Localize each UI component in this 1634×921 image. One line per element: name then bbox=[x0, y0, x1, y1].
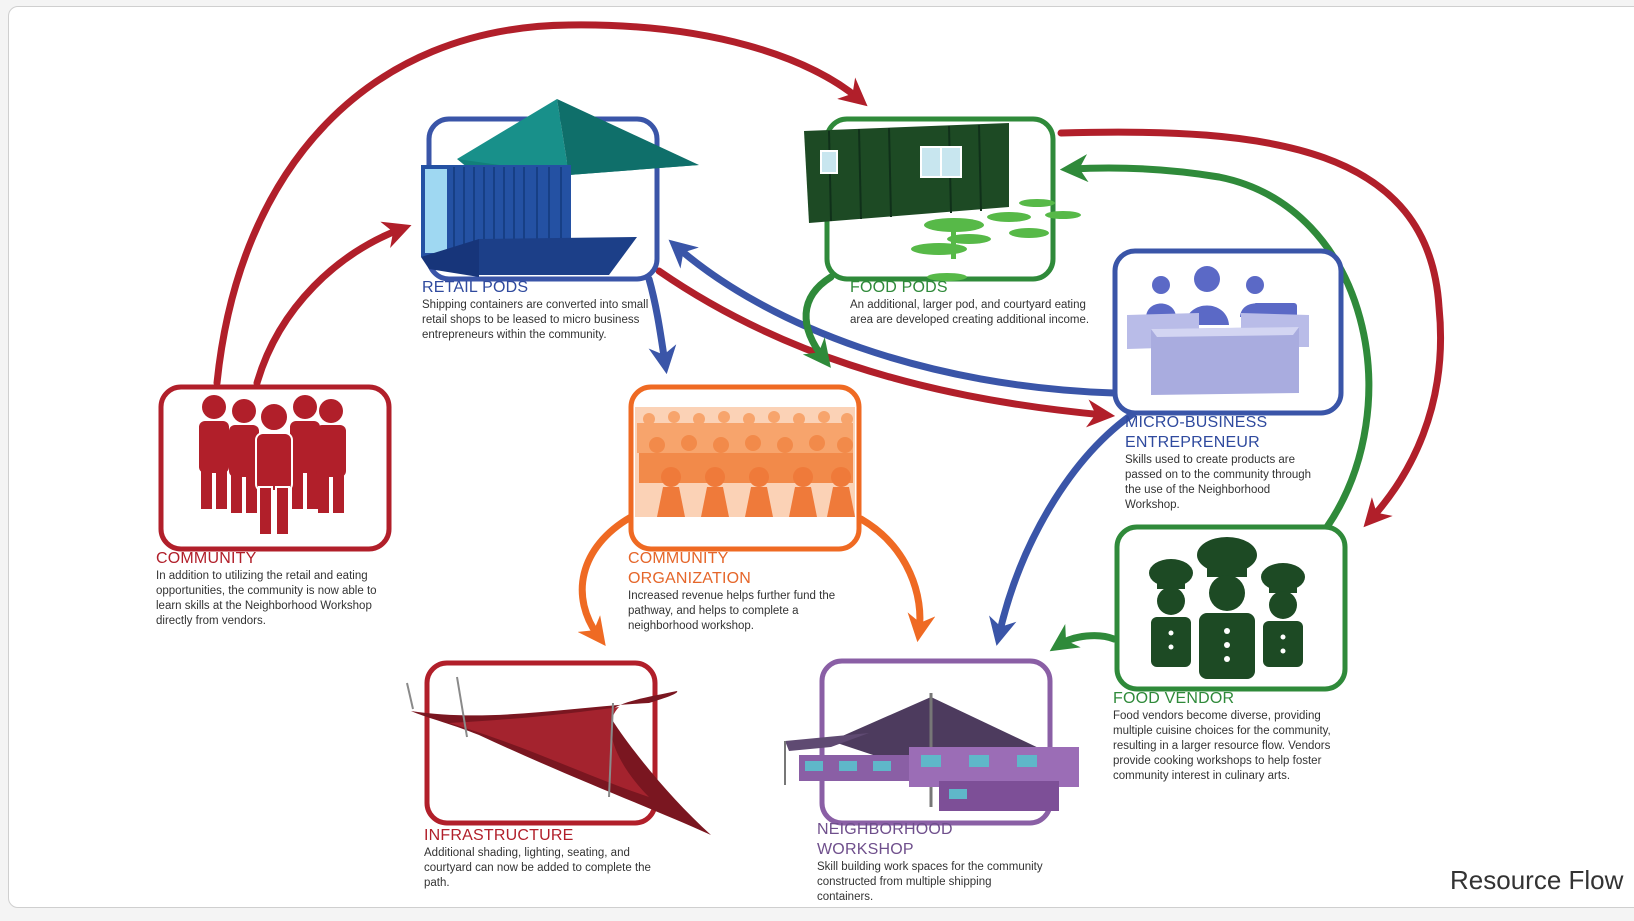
arrow-communityorg-to-infrastructure bbox=[577, 513, 635, 646]
retail-pods-label: RETAIL PODS Shipping containers are conv… bbox=[422, 278, 662, 343]
arrow-microbusiness-to-workshop bbox=[989, 407, 1141, 646]
workshop-title: NEIGHBORHOOD WORKSHOP bbox=[817, 821, 953, 858]
chef bbox=[1149, 559, 1193, 667]
chefs-icon bbox=[1149, 537, 1305, 679]
shade-canopy-icon bbox=[406, 676, 711, 835]
crowd-icon bbox=[635, 407, 855, 517]
shipping-container-shop-icon bbox=[421, 99, 699, 277]
arrow-retailpods-to-communityorg bbox=[645, 275, 677, 375]
arrow-foodpods-to-foodvendor bbox=[1057, 128, 1445, 528]
arrow-microbusiness-to-retailpods bbox=[668, 239, 1118, 397]
micro-business-title-line1: MICRO-BUSINESS bbox=[1125, 414, 1268, 431]
community-org-description: Increased revenue helps further fund the… bbox=[628, 590, 836, 632]
chef bbox=[1197, 537, 1257, 679]
person bbox=[316, 399, 346, 513]
people-group-icon bbox=[199, 395, 346, 536]
infrastructure-label: INFRASTRUCTURE Additional shading, light… bbox=[424, 826, 664, 890]
micro-business-description: Skills used to create products are passe… bbox=[1125, 454, 1312, 511]
vendors-at-counters-icon bbox=[1127, 266, 1309, 395]
person bbox=[255, 402, 293, 536]
resource-flow-caption: Resource Flow bbox=[1450, 865, 1624, 895]
arrow-retailpods-to-microbusiness bbox=[655, 267, 1116, 428]
arrow-communityorg-to-workshop bbox=[857, 515, 936, 643]
community-org-label: COMMUNITY ORGANIZATION Increased revenue… bbox=[628, 549, 853, 634]
arrow-community-to-foodpods bbox=[213, 21, 868, 387]
arrow-foodpods-to-communityorg bbox=[802, 273, 835, 368]
retail-pods-title: RETAIL PODS bbox=[422, 279, 529, 296]
workshop-description: Skill building work spaces for the commu… bbox=[817, 861, 1043, 903]
diagram-frame: RETAIL PODS Shipping containers are conv… bbox=[8, 6, 1634, 908]
food-vendor-title: FOOD VENDOR bbox=[1113, 690, 1235, 707]
food-pods-title: FOOD PODS bbox=[850, 279, 948, 296]
person bbox=[229, 399, 259, 513]
food-container-courtyard-icon bbox=[804, 123, 1081, 281]
micro-business-title-line2: ENTREPRENEUR bbox=[1125, 434, 1260, 451]
community-org-title: COMMUNITY ORGANIZATION bbox=[628, 550, 751, 587]
arrow-community-to-retailpods bbox=[253, 221, 412, 387]
workshop-label: NEIGHBORHOOD WORKSHOP Skill building wor… bbox=[817, 820, 1047, 905]
person bbox=[199, 395, 229, 509]
arrow-foodvendor-to-workshop bbox=[1049, 624, 1118, 652]
food-vendor-description: Food vendors become diverse, providing m… bbox=[1113, 710, 1331, 782]
micro-business-label: MICRO-BUSINESS ENTREPRENEUR Skills used … bbox=[1125, 413, 1325, 513]
food-pods-description: An additional, larger pod, and courtyard… bbox=[850, 299, 1090, 326]
person bbox=[290, 395, 320, 509]
container-workshop-icon bbox=[784, 693, 1079, 811]
arrow-foodvendor-to-foodpods bbox=[1059, 154, 1373, 531]
chef bbox=[1261, 563, 1305, 667]
food-vendor-label: FOOD VENDOR Food vendors become diverse,… bbox=[1113, 689, 1353, 784]
flow-arrows bbox=[213, 21, 1445, 652]
community-title: COMMUNITY bbox=[156, 550, 257, 567]
infrastructure-description: Additional shading, lighting, seating, a… bbox=[424, 847, 651, 889]
food-pods-label: FOOD PODS An additional, larger pod, and… bbox=[850, 278, 1090, 328]
retail-pods-description: Shipping containers are converted into s… bbox=[422, 299, 649, 341]
infrastructure-title: INFRASTRUCTURE bbox=[424, 827, 574, 844]
resource-flow-diagram bbox=[158, 21, 1445, 835]
community-description: In addition to utilizing the retail and … bbox=[156, 570, 377, 627]
community-label: COMMUNITY In addition to utilizing the r… bbox=[156, 549, 381, 629]
